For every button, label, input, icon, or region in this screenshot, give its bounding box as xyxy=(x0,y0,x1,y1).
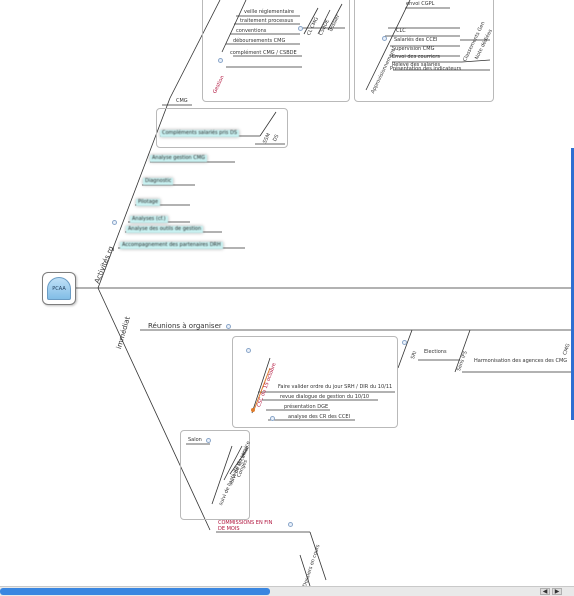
approvisionnement-group-box xyxy=(354,0,494,102)
reunions-label[interactable]: Réunions à organiser xyxy=(148,322,222,330)
appro-item-supervision[interactable]: Supervision CMG xyxy=(392,46,435,52)
csc-item-ordre[interactable]: Faire valider ordre du jour SRH / DIR du… xyxy=(278,384,393,390)
gestion-item-veille[interactable]: veille réglementaire xyxy=(244,9,295,15)
gestion-item-deboursements[interactable]: déboursements CMG xyxy=(233,38,286,44)
horizontal-scrollbar[interactable]: ◀ ▶ xyxy=(0,586,574,596)
root-node[interactable]: PCAA xyxy=(42,272,76,305)
collapse-toggle-salon[interactable] xyxy=(206,438,211,443)
hi-item-diagnostic[interactable]: Diagnostic xyxy=(143,178,174,185)
collapse-toggle-right[interactable] xyxy=(402,340,407,345)
appro-item-clc[interactable]: CLC xyxy=(396,28,406,34)
vertical-scrollbar-thumb[interactable] xyxy=(571,148,574,420)
salon-group-box xyxy=(180,430,250,520)
scroll-right-button[interactable]: ▶ xyxy=(552,588,562,595)
csc-item-analyse[interactable]: analyse des CR des CCEI xyxy=(288,414,350,420)
hi-item-analyses[interactable]: Analyses (cf.) xyxy=(130,216,168,223)
cmg-item-complements[interactable]: Compléments salariés pris DS xyxy=(160,130,240,137)
scroll-left-button[interactable]: ◀ xyxy=(540,588,550,595)
csc-marker-icon xyxy=(251,408,255,412)
hi-item-pilotage[interactable]: Pilotage xyxy=(136,199,161,206)
hi-item-accompagnement[interactable]: Accompagnement des partenaires DRH xyxy=(120,242,223,249)
collapse-toggle-commissions[interactable] xyxy=(288,522,293,527)
appro-item-envoi-courriers[interactable]: Envoi des courriers xyxy=(392,54,440,60)
csc-group-box xyxy=(232,336,398,428)
right-sub-elections[interactable]: Elections xyxy=(424,349,447,355)
collapse-toggle-csc[interactable] xyxy=(246,348,251,353)
horizontal-scrollbar-thumb[interactable] xyxy=(0,588,270,595)
collapse-toggle-activites[interactable] xyxy=(112,220,117,225)
gestion-item-traitement[interactable]: traitement processus xyxy=(240,18,294,24)
cmg-label[interactable]: CMG xyxy=(176,98,188,104)
cmg-group-box xyxy=(156,108,288,148)
appro-item-salaries[interactable]: Salariés des CCEI xyxy=(394,37,438,43)
hi-item-outils[interactable]: Analyse des outils de gestion xyxy=(126,226,204,233)
collapse-toggle-tags[interactable] xyxy=(298,26,303,31)
gestion-item-complement[interactable]: complément CMG / CSBDE xyxy=(230,50,297,56)
collapse-toggle-gestion[interactable] xyxy=(218,58,223,63)
collapse-toggle-appro[interactable] xyxy=(382,36,387,41)
gestion-group-box xyxy=(202,0,350,102)
right-item-harmonisation[interactable]: Harmonisation des agences des CMG xyxy=(474,358,568,364)
root-node-label: PCAA xyxy=(47,277,71,300)
cmg-item-analyse[interactable]: Analyse gestion CMG xyxy=(150,155,207,162)
appro-item-releve[interactable]: Relevé des salariés xyxy=(392,62,441,68)
appro-item-indicateurs[interactable]: Présentation des indicateurs xyxy=(390,66,462,72)
gestion-item-conventions[interactable]: conventions xyxy=(236,28,267,34)
commissions-label[interactable]: COMMISSIONS EN FIN DE MOIS xyxy=(218,520,273,532)
csc-item-revue[interactable]: revue dialogue de gestion du 10/10 xyxy=(280,394,370,400)
appro-item-envoi-cgpl[interactable]: envoi CGPL xyxy=(406,1,435,7)
salon-label[interactable]: Salon xyxy=(188,437,202,443)
csc-item-dge[interactable]: présentation DGE xyxy=(284,404,329,410)
collapse-toggle-reunions[interactable] xyxy=(226,324,231,329)
collapse-toggle-csc-items[interactable] xyxy=(270,416,275,421)
